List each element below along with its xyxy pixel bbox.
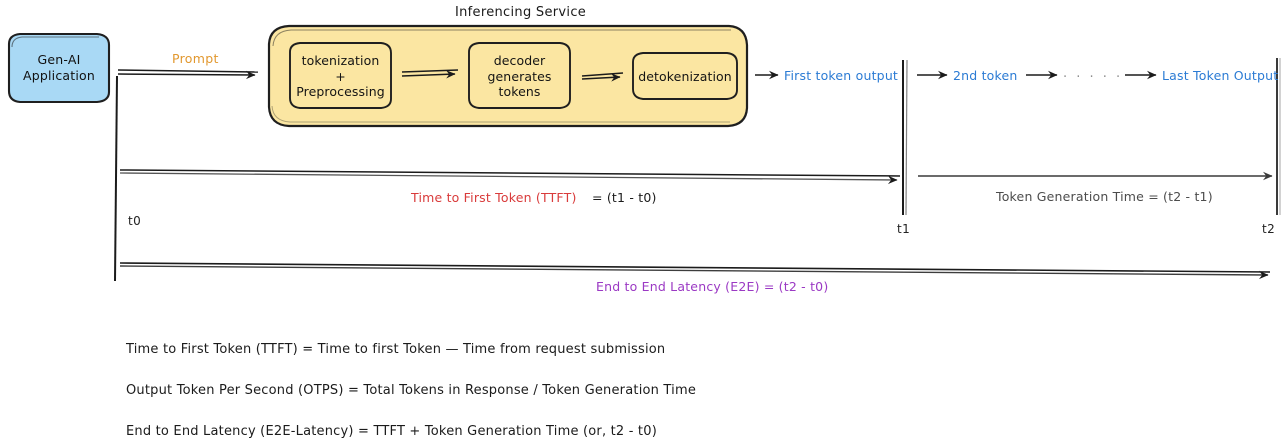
- stage-label-tokenization-line3: Preprocessing: [296, 84, 385, 100]
- time-marker-label-t2: t2: [1262, 222, 1276, 236]
- stage-box-detokenization[interactable]: [632, 52, 738, 100]
- stage-label-decoder-line2: generates: [487, 68, 552, 84]
- inferencing-service-box[interactable]: [267, 24, 749, 128]
- stage-label-tokenization-line1: tokenization: [301, 53, 380, 68]
- stage-label-detokenization: detokenization: [633, 69, 737, 85]
- stage-box-tokenization[interactable]: [289, 42, 392, 109]
- stage-box-decoder[interactable]: [468, 42, 571, 109]
- time-marker-line-t2: [1276, 58, 1281, 215]
- time-marker-line-t1: [902, 59, 908, 216]
- inferencing-service-title: Inferencing Service: [455, 5, 587, 20]
- arrow-tokenization-to-decoder: [401, 69, 459, 79]
- stage-label-tokenization-line2: +: [335, 68, 346, 84]
- stage-label-decoder-line3: tokens: [498, 84, 541, 100]
- prompt-arrow: [117, 69, 259, 80]
- prompt-arrow-label: Prompt: [172, 51, 219, 66]
- gen-ai-application-label-line1: Gen-AI: [37, 52, 81, 67]
- stage-label-tokenization: tokenization + Preprocessing: [290, 53, 391, 100]
- ttft-measure-equation: = (t1 - t0): [592, 190, 657, 205]
- token-stream-second-token: 2nd token: [953, 68, 1018, 83]
- token-stream-first-token: First token output: [784, 68, 899, 83]
- time-marker-label-t0: t0: [128, 214, 142, 228]
- token-generation-measure-label: Token Generation Time = (t2 - t1): [996, 189, 1213, 204]
- stage-label-detokenization-line1: detokenization: [638, 69, 732, 84]
- gen-ai-application-label-line2: Application: [22, 67, 96, 83]
- token-stream-last-token: Last Token Output: [1162, 68, 1279, 83]
- stage-label-decoder: decoder generates tokens: [469, 53, 570, 100]
- time-marker-label-t1: t1: [897, 222, 911, 236]
- note-ttft: Time to First Token (TTFT) = Time to fir…: [126, 342, 666, 357]
- stage-label-decoder-line1: decoder: [493, 53, 546, 68]
- e2e-measure-label: End to End Latency (E2E) = (t2 - t0): [596, 279, 829, 294]
- ttft-measure-label: Time to First Token (TTFT): [411, 190, 577, 205]
- e2e-measure-arrow: [119, 262, 1271, 280]
- ttft-measure-arrow: [119, 169, 901, 185]
- token-stream-ellipsis: . . . . .: [1063, 66, 1123, 81]
- note-e2e-latency: End to End Latency (E2E-Latency) = TTFT …: [126, 424, 657, 439]
- gen-ai-application-box[interactable]: [7, 32, 111, 104]
- gen-ai-application-label: Gen-AI Application: [9, 52, 109, 83]
- time-marker-line-t0: [114, 75, 118, 282]
- arrow-decoder-to-detokenization: [581, 72, 624, 82]
- note-otps: Output Token Per Second (OTPS) = Total T…: [126, 383, 697, 398]
